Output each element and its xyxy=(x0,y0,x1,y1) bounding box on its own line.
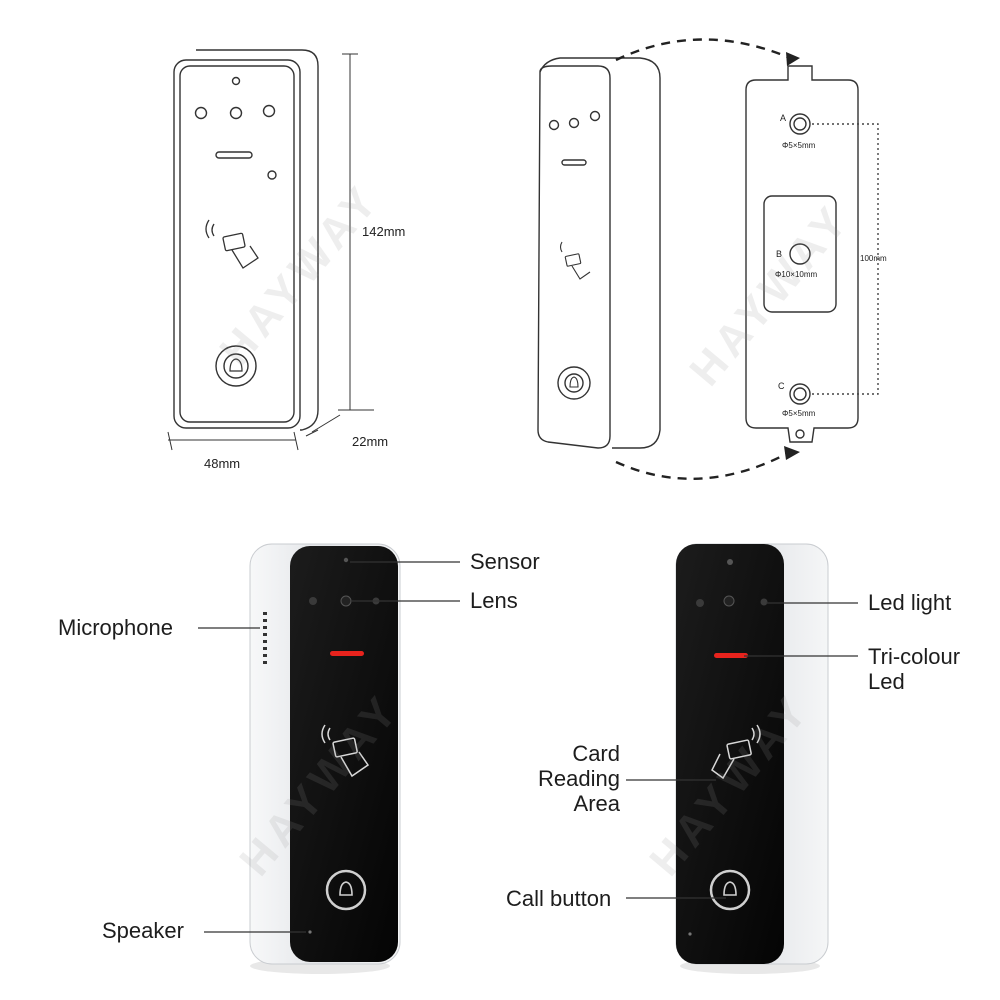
height-dimension: 142mm xyxy=(362,224,406,239)
perspective-line-drawing xyxy=(537,57,661,449)
sensor-label: Sensor xyxy=(470,549,540,574)
callout-lines xyxy=(198,561,858,933)
card-area-label-line2: Reading xyxy=(538,766,620,791)
device-photo-left xyxy=(249,543,401,974)
arrow-up-head xyxy=(786,52,800,66)
card-area-label-line1: Card xyxy=(572,741,620,766)
microphone-label: Microphone xyxy=(58,615,173,640)
hole-spacing-line xyxy=(812,123,879,395)
card-reader-icon-photo xyxy=(321,724,370,778)
rotate-arrows xyxy=(615,38,791,480)
hole-c-size: Φ5×5mm xyxy=(782,409,816,418)
width-dimension: 48mm xyxy=(204,456,241,471)
front-line-drawing xyxy=(173,49,319,431)
tri-colour-label-line1: Tri-colour xyxy=(868,644,961,669)
call-button-label: Call button xyxy=(506,886,612,911)
led-light-label: Led light xyxy=(868,590,952,615)
card-area-label-line3: Area xyxy=(573,791,620,816)
mounting-plate xyxy=(745,65,859,443)
speaker-label: Speaker xyxy=(102,918,184,943)
hole-c-label: C xyxy=(778,381,785,391)
hole-b-label: B xyxy=(776,249,783,259)
hole-spacing-dimension: 100mm xyxy=(860,254,887,263)
lens-label: Lens xyxy=(470,588,518,613)
hole-a-label: A xyxy=(780,113,787,123)
depth-dimension: 22mm xyxy=(352,434,389,449)
arrow-down-head xyxy=(784,446,800,460)
card-reader-icon xyxy=(205,219,259,269)
device-photo-right xyxy=(675,543,829,974)
dimension-lines xyxy=(167,53,374,451)
hole-b-size: Φ10×10mm xyxy=(775,270,818,279)
tri-colour-label-line2: Led xyxy=(868,669,905,694)
card-reader-icon-small xyxy=(559,241,591,280)
card-reader-icon-photo-right xyxy=(711,724,761,780)
hole-a-size: Φ5×5mm xyxy=(782,141,816,150)
